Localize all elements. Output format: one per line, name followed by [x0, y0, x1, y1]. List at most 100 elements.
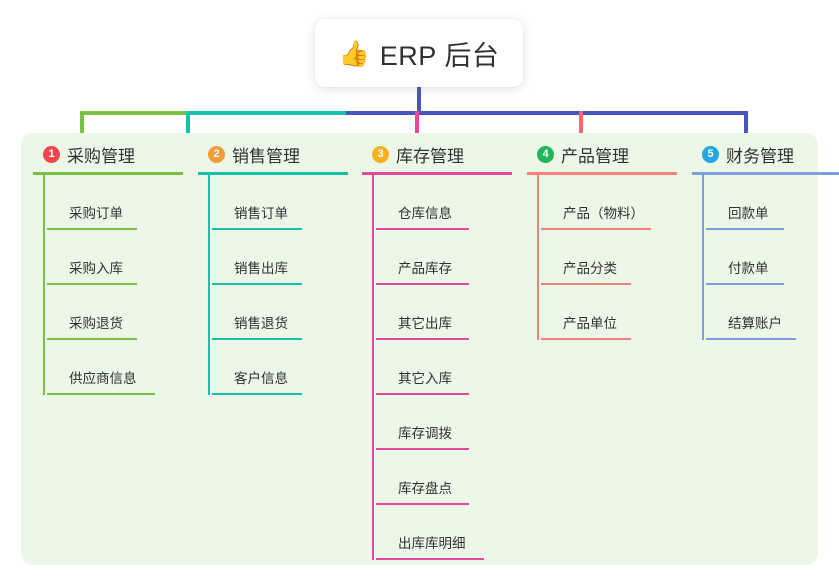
branch-item-label: 采购入库 [69, 261, 123, 276]
branch-item-underline [47, 338, 137, 340]
branch-spine-3 [372, 175, 374, 560]
branch-column-2: 2 销售管理销售订单销售出库销售退货客户信息 [198, 142, 348, 395]
branch-badge-1: 1 [43, 145, 60, 163]
branch-item-underline [706, 228, 784, 230]
branch-item[interactable]: 回款单 [706, 175, 839, 230]
branch-spine-2 [208, 175, 210, 395]
branch-underline-2 [198, 172, 348, 175]
branch-item[interactable]: 库存调拨 [376, 395, 512, 450]
branch-item-underline [376, 228, 469, 230]
branch-item[interactable]: 付款单 [706, 230, 839, 285]
branch-header-5[interactable]: 5 财务管理 [692, 142, 839, 166]
root-node-title: ERP 后台 [379, 40, 500, 71]
thumbs-up-icon: 👍 [338, 39, 370, 68]
branch-item-label: 库存盘点 [398, 481, 452, 496]
branch-badge-2: 2 [208, 145, 225, 163]
branch-item[interactable]: 产品（物料） [541, 175, 677, 230]
branch-item-underline [212, 393, 302, 395]
branch-item-label: 结算账户 [728, 316, 782, 331]
branch-title-4: 产品管理 [561, 146, 629, 166]
branch-item-label: 销售退货 [234, 316, 288, 331]
drop-inventory [415, 111, 419, 145]
branch-item-underline [376, 558, 484, 560]
branch-item-label: 出库库明细 [398, 536, 466, 551]
branch-item-label: 客户信息 [234, 371, 288, 386]
branch-item[interactable]: 产品库存 [376, 230, 512, 285]
branch-item-label: 仓库信息 [398, 206, 452, 221]
branch-column-1: 1 采购管理采购订单采购入库采购退货供应商信息 [33, 142, 183, 395]
branch-item-underline [541, 338, 631, 340]
branch-item-label: 其它入库 [398, 371, 452, 386]
branch-item[interactable]: 销售出库 [212, 230, 348, 285]
branch-item[interactable]: 其它出库 [376, 285, 512, 340]
branch-underline-3 [362, 172, 512, 175]
branch-spine-5 [702, 175, 704, 340]
branch-item[interactable]: 产品单位 [541, 285, 677, 340]
branch-items-1: 采购订单采购入库采购退货供应商信息 [33, 175, 183, 395]
branch-spine-1 [43, 175, 45, 395]
branch-item-underline [541, 283, 631, 285]
branch-item-label: 产品（物料） [563, 206, 644, 221]
branch-item-underline [47, 393, 155, 395]
branch-item-label: 产品分类 [563, 261, 617, 276]
branch-item-underline [376, 393, 469, 395]
trunk-connector [417, 87, 421, 113]
branch-item-underline [541, 228, 651, 230]
branch-badge-4: 4 [537, 145, 554, 163]
branch-item[interactable]: 采购入库 [47, 230, 183, 285]
branch-column-4: 4 产品管理产品（物料） 产品分类产品单位 [527, 142, 677, 340]
branch-title-5: 财务管理 [726, 146, 794, 166]
branch-item-underline [212, 228, 302, 230]
branch-badge-5: 5 [702, 145, 719, 163]
branch-item-underline [376, 503, 469, 505]
branch-item[interactable]: 库存盘点 [376, 450, 512, 505]
branch-underline-5 [692, 172, 839, 175]
branch-item-label: 其它出库 [398, 316, 452, 331]
drop-product [579, 111, 583, 145]
bus-sales-inventory [186, 111, 346, 115]
branch-item-label: 供应商信息 [69, 371, 137, 386]
branch-title-1: 采购管理 [67, 146, 135, 166]
branch-items-2: 销售订单销售出库销售退货客户信息 [198, 175, 348, 395]
branch-item[interactable]: 采购订单 [47, 175, 183, 230]
drop-sales [186, 111, 190, 145]
branch-item[interactable]: 销售订单 [212, 175, 348, 230]
branch-item-underline [706, 283, 784, 285]
branches-panel [21, 133, 818, 565]
bus-purchasing-sales [80, 111, 186, 115]
branch-item[interactable]: 采购退货 [47, 285, 183, 340]
drop-finance [744, 111, 748, 145]
branch-item[interactable]: 仓库信息 [376, 175, 512, 230]
branch-item-label: 销售订单 [234, 206, 288, 221]
branch-item-label: 产品库存 [398, 261, 452, 276]
branch-badge-3: 3 [372, 145, 389, 163]
branch-item-underline [376, 338, 469, 340]
branch-item[interactable]: 其它入库 [376, 340, 512, 395]
branch-item[interactable]: 出库库明细 [376, 505, 512, 560]
branch-header-4[interactable]: 4 产品管理 [527, 142, 677, 166]
branch-item[interactable]: 产品分类 [541, 230, 677, 285]
branch-items-5: 回款单付款单结算账户 [692, 175, 839, 340]
branch-header-2[interactable]: 2 销售管理 [198, 142, 348, 166]
branch-spine-4 [537, 175, 539, 340]
branch-item-underline [212, 283, 302, 285]
branch-item-underline [706, 338, 796, 340]
bus-inventory-finance [346, 111, 748, 115]
branch-header-1[interactable]: 1 采购管理 [33, 142, 183, 166]
branch-item-label: 采购退货 [69, 316, 123, 331]
branch-item[interactable]: 客户信息 [212, 340, 348, 395]
branch-item-underline [212, 338, 302, 340]
branch-item-label: 产品单位 [563, 316, 617, 331]
branch-column-5: 5 财务管理回款单付款单结算账户 [692, 142, 839, 340]
branch-item[interactable]: 结算账户 [706, 285, 839, 340]
drop-purchasing [80, 111, 84, 145]
branch-title-2: 销售管理 [232, 146, 300, 166]
root-node-card[interactable]: 👍 ERP 后台 [315, 19, 523, 87]
branch-item-underline [47, 283, 137, 285]
branch-item[interactable]: 供应商信息 [47, 340, 183, 395]
branch-item[interactable]: 销售退货 [212, 285, 348, 340]
branch-underline-1 [33, 172, 183, 175]
